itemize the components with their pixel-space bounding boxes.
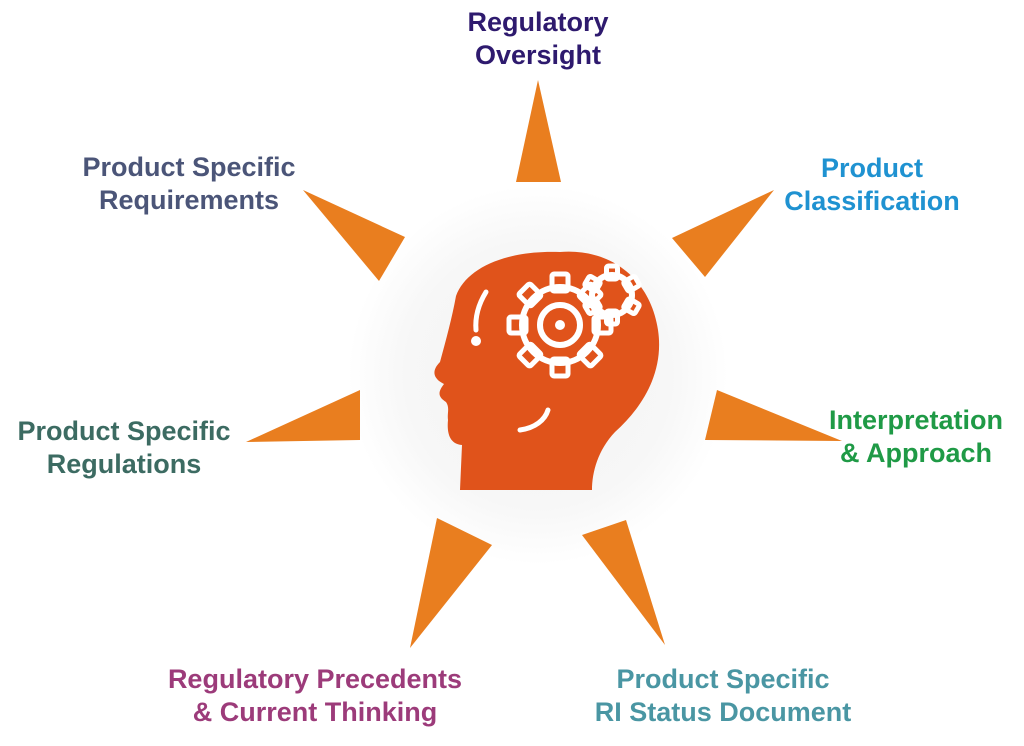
label-line: & Approach	[839, 438, 992, 468]
ray-upper-left	[303, 190, 405, 281]
gear-tooth	[621, 273, 642, 294]
gear-tooth	[582, 273, 603, 294]
large-gear-ring	[519, 284, 601, 366]
gear-tooth	[549, 271, 571, 294]
label-regulatory-precedents: Regulatory Precedents & Current Thinking	[140, 663, 490, 729]
label-line: Product Specific	[616, 664, 830, 694]
gear-tooth	[604, 308, 620, 327]
ray-top	[516, 80, 561, 182]
ray-lower-right	[582, 520, 665, 645]
gear-tooth	[582, 296, 603, 317]
label-line: Interpretation	[828, 405, 1003, 435]
label-regulatory-oversight: Regulatory Oversight	[418, 6, 658, 72]
large-gear-inner	[537, 302, 583, 348]
head-cheek-line	[517, 407, 551, 433]
label-line: Regulations	[46, 449, 202, 479]
label-line: Requirements	[98, 185, 280, 215]
label-line: Oversight	[474, 40, 602, 70]
gear-tooth	[621, 296, 642, 317]
gear-tooth	[516, 341, 544, 369]
head-with-gears-icon	[434, 251, 660, 490]
large-gear-center	[555, 320, 565, 330]
label-line: Product Specific	[17, 416, 231, 446]
ray-lower-left	[410, 518, 492, 648]
label-product-classification: Product Classification	[752, 152, 992, 218]
gear-tooth	[576, 341, 604, 369]
label-line: Classification	[784, 186, 960, 216]
small-gear-icon	[582, 263, 642, 327]
ray-left	[246, 390, 360, 442]
gear-tooth	[506, 314, 529, 336]
label-product-specific-regulations: Product Specific Regulations	[2, 415, 246, 481]
gear-tooth	[549, 356, 571, 379]
label-line: Regulatory	[467, 7, 609, 37]
label-line: Regulatory Precedents	[167, 664, 463, 694]
gear-tooth	[604, 263, 620, 282]
label-ri-status-document: Product Specific RI Status Document	[568, 663, 878, 729]
ray-right	[705, 390, 842, 441]
label-line: Product	[820, 153, 923, 183]
small-gear-ring	[589, 272, 635, 318]
label-line: RI Status Document	[594, 697, 852, 727]
gear-tooth	[516, 281, 544, 309]
head-back-line	[473, 289, 489, 333]
label-interpretation-approach: Interpretation & Approach	[808, 404, 1024, 470]
label-line: & Current Thinking	[192, 697, 438, 727]
label-product-specific-requirements: Product Specific Requirements	[64, 151, 314, 217]
head-dot	[471, 336, 481, 346]
ray-upper-right	[672, 190, 774, 277]
label-line: Product Specific	[82, 152, 296, 182]
